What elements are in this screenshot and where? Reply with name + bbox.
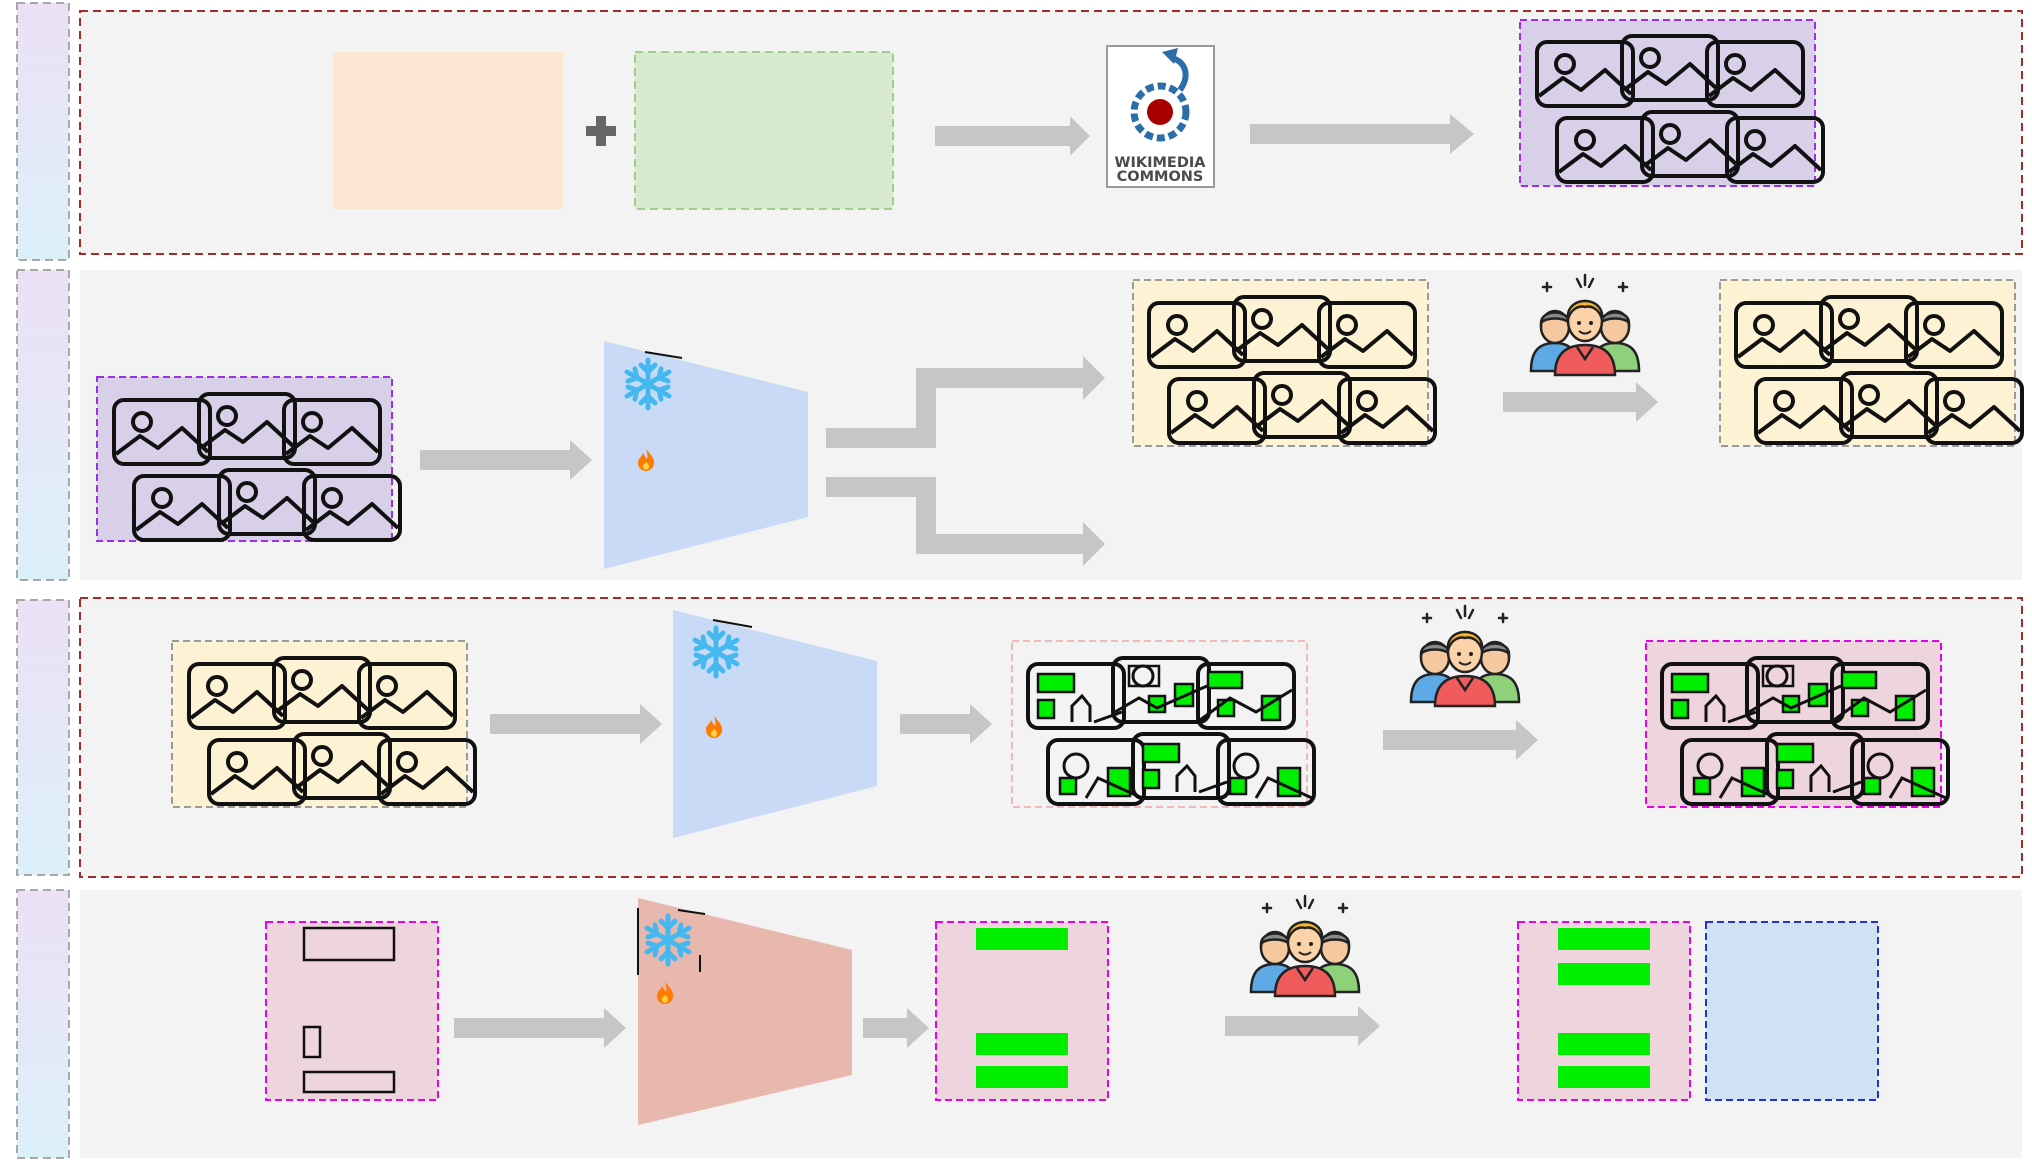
encoder-block xyxy=(673,610,877,838)
wikimedia-commons-logo: WIKIMEDIA COMMONS xyxy=(1106,45,1215,188)
stage-3-sidebar xyxy=(16,599,70,876)
branch-arrow-down xyxy=(826,477,1105,566)
arrow-icon xyxy=(935,116,1090,156)
arrow-icon xyxy=(420,440,592,480)
image-set-purple xyxy=(1519,19,1823,187)
arrow-icon xyxy=(1503,382,1658,422)
image-set-yellow xyxy=(1132,279,1435,447)
detection-set-verified xyxy=(1645,640,1950,808)
layout-document-input xyxy=(265,921,439,1101)
arrow-icon xyxy=(863,1008,929,1048)
arrow-icon xyxy=(1383,720,1538,760)
decoder-block xyxy=(638,898,852,1125)
result-box-blue xyxy=(1705,921,1879,1101)
plus-icon xyxy=(586,116,616,146)
detection-set-pending xyxy=(1011,640,1316,808)
arrow-icon xyxy=(1225,1006,1380,1046)
stage-4-sidebar xyxy=(16,889,70,1159)
stage-1: WIKIMEDIA COMMONS xyxy=(333,19,1823,210)
arrow-icon xyxy=(1250,114,1474,154)
stage-2-panel xyxy=(80,270,2022,580)
layout-document-predicted xyxy=(935,921,1109,1101)
arrow-icon xyxy=(900,704,992,744)
arrow-icon xyxy=(454,1008,626,1048)
stage-sidebars xyxy=(16,2,70,1159)
image-set-yellow xyxy=(171,640,475,808)
image-set-yellow xyxy=(1719,279,2022,447)
stage-3 xyxy=(171,604,1950,838)
layout-document-verified xyxy=(1517,921,1691,1101)
stage-2-sidebar xyxy=(16,269,70,581)
source-box-orange xyxy=(333,52,563,209)
logo-line-2: COMMONS xyxy=(1117,169,1204,185)
source-box-green xyxy=(634,51,894,210)
branch-arrow-up xyxy=(826,356,1105,448)
logo-line-1: WIKIMEDIA xyxy=(1114,155,1206,171)
stage-1-sidebar xyxy=(16,2,70,261)
image-set-purple xyxy=(96,376,400,542)
stage-2 xyxy=(96,273,2022,569)
stage-4 xyxy=(265,894,1879,1125)
arrow-icon xyxy=(490,704,662,744)
encoder-block xyxy=(604,341,808,569)
